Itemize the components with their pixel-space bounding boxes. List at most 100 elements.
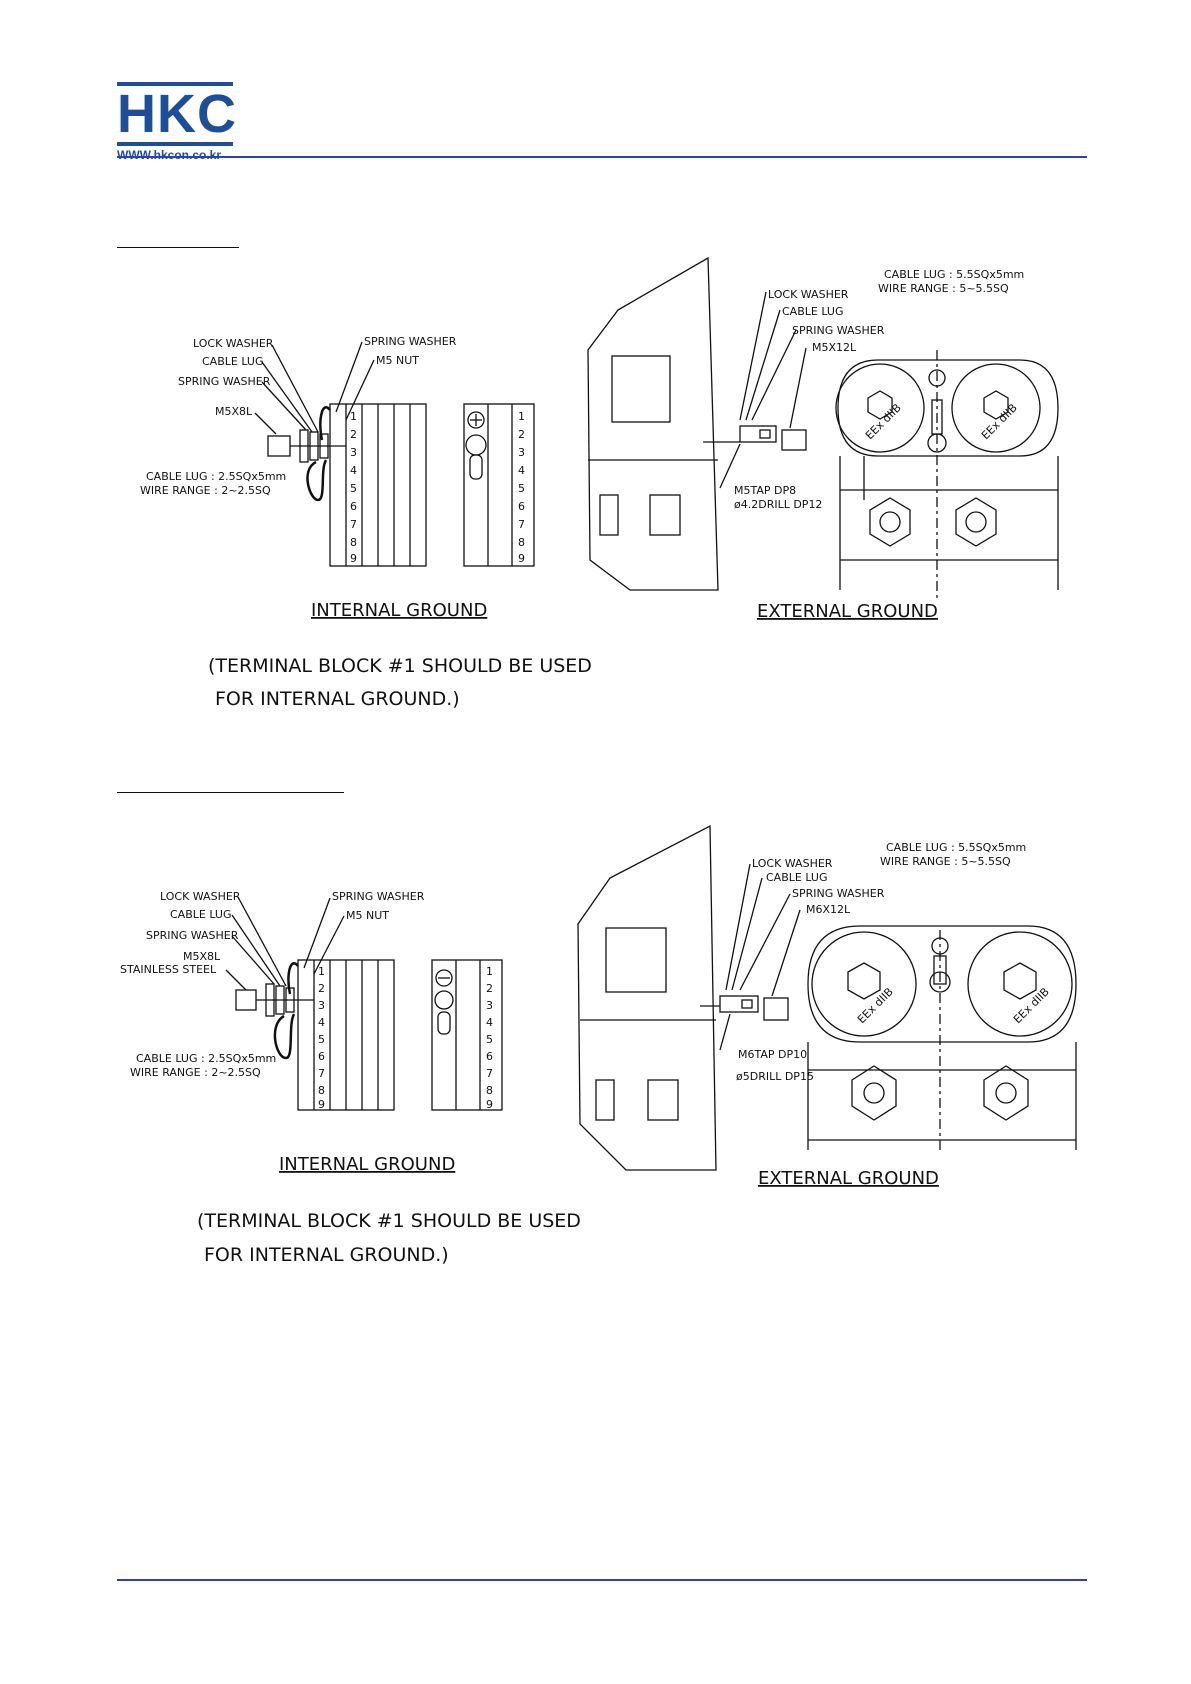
diagram1-internal-labels: LOCK WASHER CABLE LUG SPRING WASHER M5X8… [140, 335, 592, 710]
label-lock-washer: LOCK WASHER [752, 857, 833, 870]
label-wire-range: WIRE RANGE : 2~2.5SQ [140, 484, 271, 497]
label-cable-lug-spec: CABLE LUG : 2.5SQx5mm [146, 470, 286, 483]
label-tap: M6TAP DP10 [738, 1048, 807, 1061]
svg-text:8: 8 [518, 536, 525, 549]
svg-text:3: 3 [486, 999, 493, 1012]
label-cable-lug: CABLE LUG [782, 305, 843, 318]
company-logo: HKC WWW.hkcon.co.kr [117, 82, 237, 162]
svg-text:7: 7 [518, 518, 525, 531]
label-wire-range: WIRE RANGE : 2~2.5SQ [130, 1066, 261, 1079]
note-line-1: (TERMINAL BLOCK #1 SHOULD BE USED [208, 655, 592, 677]
footer-rule [117, 1579, 1087, 1581]
svg-text:7: 7 [486, 1067, 493, 1080]
diagram2-external [577, 824, 1077, 1171]
svg-text:2: 2 [518, 428, 525, 441]
label-lock-washer: LOCK WASHER [768, 288, 849, 301]
svg-text:2: 2 [350, 428, 357, 441]
label-spring-washer: SPRING WASHER [792, 324, 885, 337]
label-bolt: M6X12L [806, 903, 851, 916]
terminal-block-b [463, 403, 535, 567]
svg-text:2: 2 [486, 982, 493, 995]
label-tap: M5TAP DP8 [734, 484, 796, 497]
diagram1-internal [254, 341, 535, 567]
terminal-block-c [297, 959, 395, 1111]
svg-text:7: 7 [318, 1067, 325, 1080]
svg-text:2: 2 [318, 982, 325, 995]
label-bolt: M5X8L [183, 950, 221, 963]
svg-text:6: 6 [350, 500, 357, 513]
label-wire-range: WIRE RANGE : 5~5.5SQ [878, 282, 1009, 295]
section-1-underline [117, 247, 239, 248]
note-line-2: FOR INTERNAL GROUND.) [215, 688, 460, 710]
svg-text:1: 1 [318, 965, 325, 978]
terminal-block-a [329, 403, 427, 567]
diagram2-external-labels: LOCK WASHER CABLE LUG SPRING WASHER M6X1… [736, 841, 1052, 1189]
terminal-numbers-d: 1 2 3 4 5 6 7 8 9 [486, 965, 493, 1111]
label-cable-lug: CABLE LUG [766, 871, 827, 884]
label-bolt: M5X12L [812, 341, 857, 354]
caption-internal-ground: INTERNAL GROUND [311, 600, 487, 621]
svg-text:3: 3 [350, 446, 357, 459]
eex-mark-1: EEx dIIB [855, 985, 896, 1026]
svg-text:4: 4 [518, 464, 525, 477]
label-spring-washer: SPRING WASHER [146, 929, 239, 942]
label-drill: ø4.2DRILL DP12 [734, 498, 822, 511]
svg-text:7: 7 [350, 518, 357, 531]
svg-text:8: 8 [486, 1084, 493, 1097]
diagram1-external [587, 256, 1059, 600]
svg-text:9: 9 [486, 1098, 493, 1111]
label-spring-washer: SPRING WASHER [792, 887, 885, 900]
svg-text:1: 1 [486, 965, 493, 978]
svg-text:5: 5 [350, 482, 357, 495]
svg-text:9: 9 [350, 552, 357, 565]
header-rule [117, 156, 1087, 158]
label-material: STAINLESS STEEL [120, 963, 217, 976]
svg-text:5: 5 [518, 482, 525, 495]
diagram2-internal [225, 896, 503, 1111]
svg-text:5: 5 [486, 1033, 493, 1046]
terminal-numbers-b: 1 2 3 4 5 6 7 8 9 [518, 410, 525, 565]
label-wire-range: WIRE RANGE : 5~5.5SQ [880, 855, 1011, 868]
label-drill: ø5DRILL DP15 [736, 1070, 814, 1083]
logo-top-bar [117, 82, 233, 86]
label-cable-lug: CABLE LUG [170, 908, 231, 921]
svg-text:3: 3 [518, 446, 525, 459]
caption-internal-ground: INTERNAL GROUND [279, 1154, 455, 1175]
svg-text:6: 6 [318, 1050, 325, 1063]
label-lock-washer: LOCK WASHER [160, 890, 241, 903]
label-spring-washer: SPRING WASHER [178, 375, 271, 388]
logo-url: WWW.hkcon.co.kr [117, 148, 222, 162]
svg-text:6: 6 [518, 500, 525, 513]
svg-text:8: 8 [318, 1084, 325, 1097]
svg-text:9: 9 [318, 1098, 325, 1111]
label-cable-lug-spec: CABLE LUG : 5.5SQx5mm [884, 268, 1024, 281]
note-line-1: (TERMINAL BLOCK #1 SHOULD BE USED [197, 1210, 581, 1232]
svg-text:6: 6 [486, 1050, 493, 1063]
svg-text:5: 5 [318, 1033, 325, 1046]
terminal-numbers-a: 1 2 3 4 5 6 7 8 9 [350, 410, 357, 565]
label-nut: M5 NUT [376, 354, 419, 367]
svg-text:9: 9 [518, 552, 525, 565]
caption-external-ground: EXTERNAL GROUND [757, 601, 938, 622]
label-cable-lug: CABLE LUG [202, 355, 263, 368]
caption-external-ground: EXTERNAL GROUND [758, 1168, 939, 1189]
eex-mark-2: EEx dIIB [1011, 985, 1052, 1026]
label-cable-lug-spec: CABLE LUG : 2.5SQx5mm [136, 1052, 276, 1065]
svg-text:4: 4 [318, 1016, 325, 1029]
svg-text:1: 1 [518, 410, 525, 423]
label-cable-lug-spec: CABLE LUG : 5.5SQx5mm [886, 841, 1026, 854]
diagram1-external-labels: LOCK WASHER CABLE LUG SPRING WASHER M5X1… [734, 268, 1024, 622]
logo-text: HKC [117, 84, 237, 144]
label-lock-washer: LOCK WASHER [193, 337, 274, 350]
svg-text:3: 3 [318, 999, 325, 1012]
note-line-2: FOR INTERNAL GROUND.) [204, 1244, 449, 1266]
label-nut: M5 NUT [346, 909, 389, 922]
terminal-block-d [431, 959, 503, 1111]
label-bolt: M5X8L [215, 405, 253, 418]
logo-bottom-bar [117, 142, 233, 146]
svg-text:1: 1 [350, 410, 357, 423]
label-spring-washer-2: SPRING WASHER [364, 335, 457, 348]
eex-mark-2: EEx dIIB [979, 401, 1020, 442]
eex-mark-1: EEx dIIB [863, 401, 904, 442]
